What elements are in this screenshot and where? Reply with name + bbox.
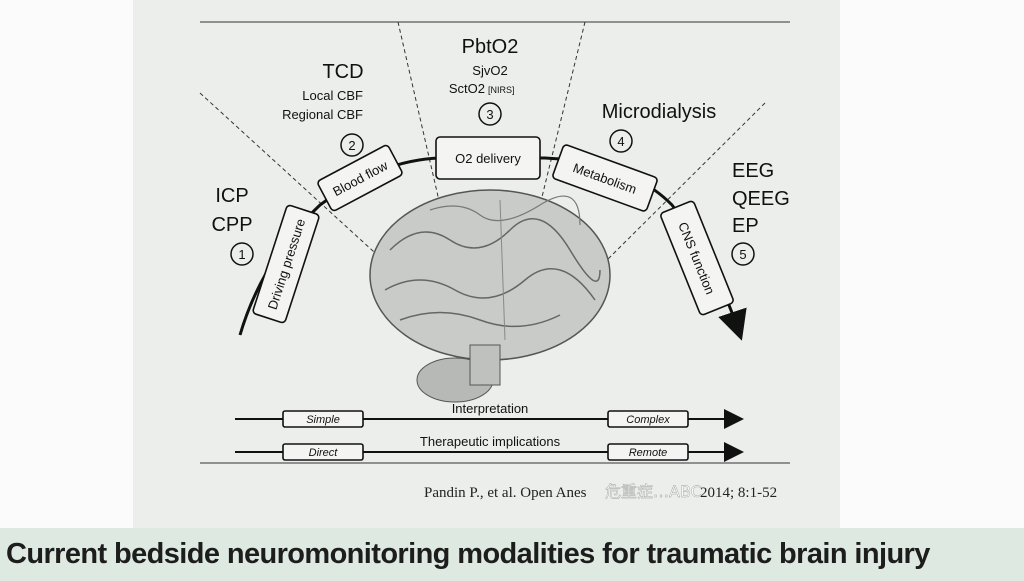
svg-text:SjvO2: SjvO2 bbox=[472, 63, 507, 78]
svg-text:EP: EP bbox=[732, 215, 759, 237]
svg-text:CPP: CPP bbox=[211, 214, 252, 236]
svg-text:SctO2: SctO2 bbox=[449, 81, 485, 96]
svg-text:Local CBF: Local CBF bbox=[302, 88, 363, 103]
svg-text:Therapeutic implications: Therapeutic implications bbox=[420, 434, 561, 449]
caption-text: Current bedside neuromonitoring modaliti… bbox=[6, 538, 930, 570]
svg-text:[NIRS]: [NIRS] bbox=[488, 85, 515, 95]
svg-text:Remote: Remote bbox=[629, 447, 668, 459]
group-4-labels: Microdialysis 4 bbox=[602, 101, 716, 153]
caption-bar: Current bedside neuromonitoring modaliti… bbox=[0, 528, 1024, 581]
box-driving-pressure: Driving pressure bbox=[252, 204, 320, 324]
group-2-labels: TCD Local CBF Regional CBF 2 bbox=[282, 61, 364, 157]
right-margin bbox=[840, 0, 1024, 528]
svg-text:Pandin P., et al. Open Anes: Pandin P., et al. Open Anes bbox=[424, 485, 587, 501]
box-cns-function: CNS function bbox=[660, 200, 734, 316]
svg-text:5: 5 bbox=[739, 247, 746, 262]
svg-text:EEG: EEG bbox=[732, 160, 774, 182]
svg-text:Interpretation: Interpretation bbox=[452, 401, 529, 416]
sector-dividers bbox=[199, 21, 790, 263]
group-5-labels: EEG QEEG EP 5 bbox=[731, 160, 790, 266]
neuromonitoring-diagram: Driving pressure Blood flow O2 delivery … bbox=[199, 21, 790, 501]
svg-text:Simple: Simple bbox=[306, 414, 340, 426]
svg-text:Microdialysis: Microdialysis bbox=[602, 101, 716, 123]
box-metabolism: Metabolism bbox=[552, 144, 658, 212]
brain-illustration bbox=[369, 189, 611, 403]
group-1-labels: ICP CPP 1 bbox=[211, 185, 254, 266]
interpretation-scale: Interpretation Simple Complex bbox=[235, 401, 744, 429]
therapeutic-scale: Therapeutic implications Direct Remote bbox=[235, 434, 744, 462]
svg-text:3: 3 bbox=[486, 107, 493, 122]
svg-text:Complex: Complex bbox=[626, 414, 670, 426]
svg-text:1: 1 bbox=[238, 247, 245, 262]
svg-text:Regional CBF: Regional CBF bbox=[282, 107, 363, 122]
svg-text:4: 4 bbox=[617, 134, 624, 149]
left-margin bbox=[0, 0, 133, 528]
group-3-labels: PbtO2 SjvO2 SctO2 [NIRS] 3 bbox=[449, 36, 519, 126]
svg-text:Direct: Direct bbox=[309, 447, 339, 459]
watermark: 危重症…ABC bbox=[605, 482, 702, 501]
box-blood-flow: Blood flow bbox=[317, 144, 403, 212]
svg-text:QEEG: QEEG bbox=[732, 188, 790, 210]
svg-text:2014; 8:1-52: 2014; 8:1-52 bbox=[700, 485, 777, 501]
svg-text:PbtO2: PbtO2 bbox=[462, 36, 519, 58]
svg-text:TCD: TCD bbox=[322, 61, 363, 83]
svg-text:ICP: ICP bbox=[215, 185, 248, 207]
citation: Pandin P., et al. Open Anes 2014; 8:1-52 bbox=[424, 485, 777, 501]
svg-text:O2 delivery: O2 delivery bbox=[455, 151, 521, 166]
svg-text:2: 2 bbox=[348, 138, 355, 153]
box-o2-delivery: O2 delivery bbox=[435, 136, 541, 180]
